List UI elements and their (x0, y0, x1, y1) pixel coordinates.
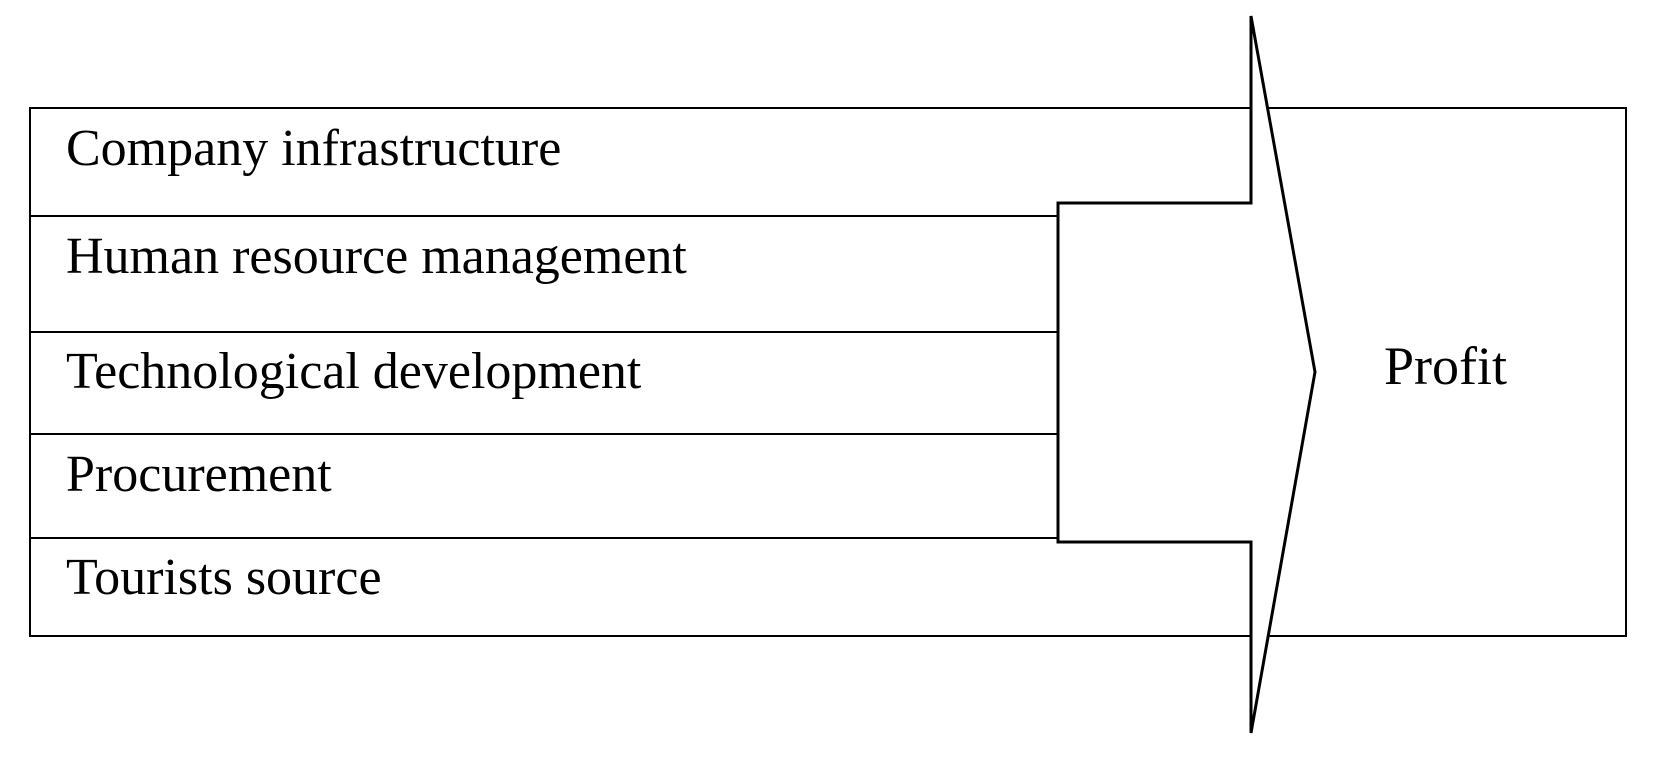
outer-frame (29, 107, 1627, 637)
activity-label-human-resource-management: Human resource management (66, 228, 687, 285)
activity-label-company-infrastructure: Company infrastructure (66, 120, 561, 177)
outcome-label-profit: Profit (1384, 336, 1507, 396)
activity-label-procurement: Procurement (66, 446, 332, 503)
activity-label-technological-development: Technological development (66, 343, 642, 400)
profit-arrow (1056, 15, 1317, 734)
activity-label-tourists-source: Tourists source (66, 549, 382, 606)
